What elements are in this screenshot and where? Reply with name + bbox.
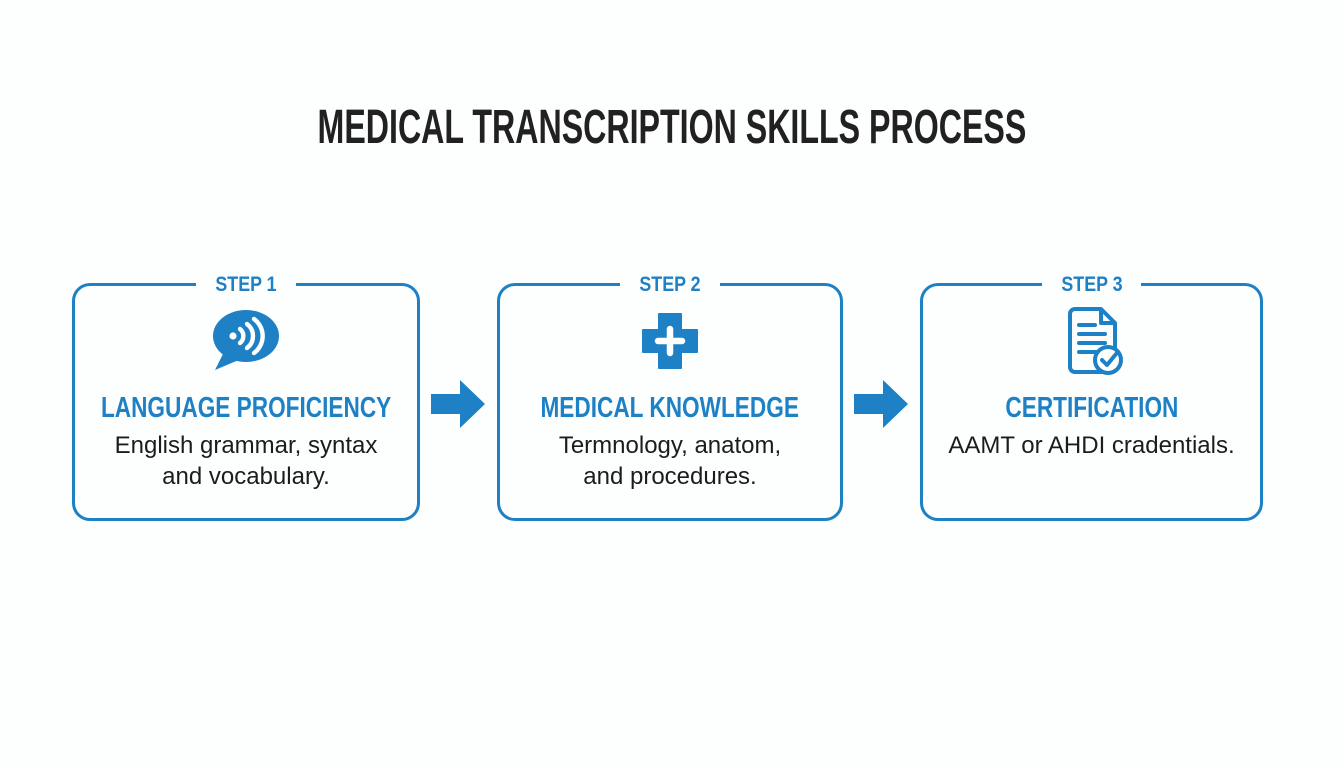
arrow-right-icon [431, 378, 487, 430]
step-3-badge: STEP 3 [1041, 272, 1142, 298]
step-1-label: STEP 1 [215, 273, 277, 296]
step-1-heading: LANGUAGE PROFICIENCY [100, 392, 392, 424]
step-3-label: STEP 3 [1060, 273, 1123, 296]
step-2-heading: MEDICAL KNOWLEDGE [540, 392, 800, 424]
page-title-text: MEDICAL TRANSCRIPTION SKILLS PROCESS [317, 101, 1027, 154]
step-3-heading: CERTIFICATION [1005, 392, 1178, 424]
step-1-description: English grammar, syntax and vocabulary. [114, 432, 378, 490]
process-steps-row: STEP 1 LANGUAGE PROFICIENCY English gram… [72, 272, 1263, 521]
medical-cross-icon [638, 303, 702, 379]
step-1-badge: STEP 1 [196, 272, 296, 298]
step-card-medical-knowledge: STEP 2 MEDICAL KNOWLEDGE Termnology, ana… [497, 272, 843, 521]
step-2-label: STEP 2 [639, 273, 701, 296]
document-check-icon [1059, 303, 1125, 379]
step-2-badge: STEP 2 [620, 272, 720, 298]
step-card-certification: STEP 3 CERTIFICATION AAMT or AHDI craden… [920, 272, 1263, 521]
page-title: MEDICAL TRANSCRIPTION SKILLS PROCESS [0, 100, 1344, 155]
speech-bubble-sound-icon [208, 303, 284, 379]
arrow-right-icon [854, 378, 910, 430]
step-card-language-proficiency: STEP 1 LANGUAGE PROFICIENCY English gram… [72, 272, 420, 521]
step-2-description: Termnology, anatom, and procedures. [558, 432, 782, 490]
step-3-description: AAMT or AHDI cradentials. [948, 432, 1235, 459]
